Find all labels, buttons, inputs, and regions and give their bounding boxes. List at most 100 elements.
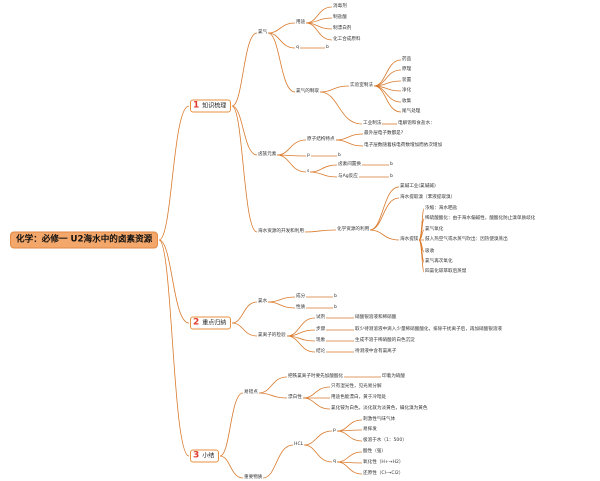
node-uses[interactable]: 用途 [296,20,306,25]
node-b[interactable]: b [390,162,393,167]
node-bromine-step[interactable]: 鼓入热空气或水蒸气吹出：因热使溴蒸出 [425,237,508,242]
node-bleach[interactable]: 漂白性 [288,395,302,400]
section-label: 知识梳理 [202,102,227,110]
connector-line [286,317,316,337]
node-atom-point[interactable]: 电子层数随着核电荷数增加而依次增加 [364,143,443,148]
node-hcl-chemical[interactable]: 还原性（Cl-→Cl2） [363,471,404,476]
section-label: 小结 [202,452,215,460]
node-mg-step[interactable]: 四氯化碳萃取后蒸馏 [425,269,467,274]
section-number: 2 [193,317,200,328]
node-seawater-use[interactable]: 海水资源的开发和利用 [258,229,304,234]
connector-line [158,239,190,457]
connector-line [231,301,258,324]
node-halogens[interactable]: 卤族元素 [258,152,277,157]
node-ag-reaction[interactable]: 与Ag反应 [338,174,358,179]
node-lab-item[interactable]: 收集 [402,99,412,104]
node-atom-point[interactable]: 最外层电子数都是? [364,131,404,136]
node-q[interactable]: q [296,45,299,50]
node-test-reagent-desc[interactable]: 硝酸银溶液和稀硝酸 [355,315,397,320]
section-number: 3 [193,450,200,461]
node-seawater-bromine[interactable]: 海水提取溴（苯液提取溴） [400,195,456,200]
node-chlorine-water[interactable]: 氯水 [258,299,268,304]
node-industrial-desc[interactable]: 电解饱和食盐水： [398,121,435,126]
node-chloride-test[interactable]: 氯离子的检验 [258,333,286,338]
connector-line [336,430,363,442]
connector-line [286,335,316,353]
node-lab-item[interactable]: 尾气处理 [402,109,421,114]
node-lab-method[interactable]: 实验室制法 [350,83,373,88]
node-b[interactable]: b [334,305,337,310]
node-bromine-step[interactable]: 稀硫酸酸化：由于海水偏碱性，酸酸化防止溴单质歧化 [425,216,536,221]
node-bleach-item[interactable]: 用途色能漂白，黄于冷暗处 [331,395,387,400]
node-lab-item[interactable]: 药品 [402,57,412,62]
node-hcl-chemical[interactable]: 酸性（强） [363,449,386,454]
node-use-item[interactable]: 制漂白剂 [333,26,352,31]
node-hcl-physical[interactable]: 易挥发 [363,427,377,432]
node-chem-resources[interactable]: 化学资源的利用 [337,227,370,232]
connector-line [219,455,244,479]
node-chlorine[interactable]: 氯气 [258,30,268,35]
node-q[interactable]: q [333,459,336,464]
node-test-conclusion-desc[interactable]: 待测液中含有氯离子 [355,349,397,354]
node-hcl-physical[interactable]: 极溶于水（1：500） [363,438,407,443]
node-b[interactable]: b [326,45,329,50]
root-topic[interactable]: 化学：必修一 U2海水中的卤素资源 [10,231,159,249]
node-test-steps[interactable]: 步骤 [316,327,326,332]
section-number: 1 [193,100,200,111]
node-b[interactable]: b [334,294,337,299]
node-industrial[interactable]: 工业制法 [363,121,382,126]
connector-line [373,85,402,113]
node-mg-step[interactable]: 吸收 [425,249,435,254]
node-mg-step[interactable]: 氯气再次氧化 [425,259,453,264]
connector-line [319,91,363,125]
node-test-conclusion[interactable]: 结论 [316,349,326,354]
node-properties[interactable]: 性质 [296,305,306,310]
connector-line [231,105,258,233]
connector-line [158,105,190,241]
node-important-substances[interactable]: 重要物质 [244,475,263,480]
node-bromine-step[interactable]: 浓缩：海水晒盐 [425,206,458,211]
node-chlor-alkali[interactable]: 氯碱工业(氯碱碱) [400,184,436,189]
node-hcl[interactable]: HCL [294,442,304,447]
node-bleach-item[interactable]: 氯化铵为白色，淡化就为淡黄色，碘化溴为黄色 [331,406,428,411]
node-hcl-physical[interactable]: 刺激性气味气体 [363,417,396,422]
node-hcl-chemical[interactable]: 氧化性（H+→H2） [363,460,404,465]
node-atomic-structure[interactable]: 原子结构特点 [307,137,335,142]
node-use-item[interactable]: 消毒剂 [333,4,347,9]
node-easy-item-note[interactable]: 印着为硝酸 [382,374,405,379]
node-composition[interactable]: 成分 [296,294,306,299]
connector-line [369,197,400,231]
node-chlorine-prep[interactable]: 氯气的制取 [296,89,319,94]
node-p[interactable]: p [307,153,310,158]
connector-line [267,301,296,309]
node-b[interactable]: b [338,153,341,158]
node-bromine-step[interactable]: 氯气氧化 [425,227,444,232]
node-lab-item[interactable]: 装置 [402,78,412,83]
node-p[interactable]: p [333,428,336,433]
node-test-steps-desc[interactable]: 取少待测溶液中滴入少量稀硝酸酸化，排除干扰离子后，再加硝酸银溶液 [355,327,503,332]
connector-line [267,296,296,303]
node-s[interactable]: s [307,169,310,174]
node-seawater-mg[interactable]: 海水提镁 [400,237,419,242]
connector-line [231,105,258,156]
node-test-phenomenon-desc[interactable]: 生成不溶于稀硝酸的白色沉淀 [355,338,415,343]
connector-line [276,154,307,173]
node-b[interactable]: b [390,174,393,179]
node-test-phenomenon[interactable]: 现象 [316,338,326,343]
connector-line [276,139,307,156]
connector-line [303,430,333,446]
node-halide-compare[interactable]: 卤素间置换 [338,162,361,167]
connector-line [258,392,288,399]
node-use-item[interactable]: 制盐酸 [333,15,347,20]
node-bleach-item[interactable]: 只有湿光性，见光易分解 [331,384,382,389]
node-easy-item[interactable]: 把铁氯离子时要先加酸酸化 [288,374,344,379]
node-use-item[interactable]: 化工合成原料 [333,37,361,42]
node-easy-points[interactable]: 易错点 [244,390,258,395]
node-test-reagent[interactable]: 试剂 [316,315,326,320]
node-lab-item[interactable]: 原理 [402,67,412,72]
node-lab-item[interactable]: 净化 [402,88,412,93]
connector-line [219,392,244,457]
